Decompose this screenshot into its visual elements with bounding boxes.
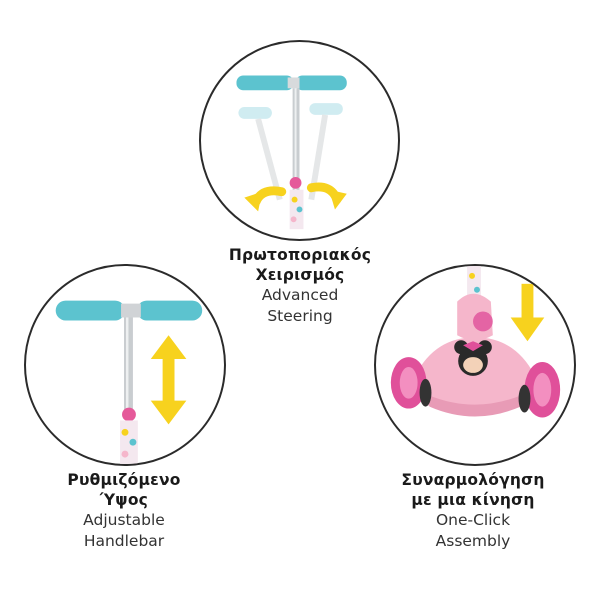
assembly-title-gr-1: Συναρμολόγηση	[401, 471, 545, 489]
assembly-illustration	[390, 266, 561, 418]
steering-title-en-1: Advanced	[261, 286, 339, 304]
height-illustration	[55, 300, 203, 464]
assembly-caption: Συναρμολόγηση με μια κίνηση One-Click As…	[353, 470, 593, 552]
steering-caption: Πρωτοποριακός Χειρισμός Advanced Steerin…	[180, 245, 420, 327]
handlebar-grip-left	[55, 300, 126, 321]
clamp-icon	[122, 407, 136, 422]
assembly-title-gr-2: με μια κίνηση	[411, 491, 535, 509]
height-title-gr-2: Ύψος	[99, 491, 149, 509]
steering-feature-circle	[199, 40, 400, 241]
assembly-title-en-2: Assembly	[435, 532, 511, 550]
scooter-deck	[415, 337, 535, 415]
height-title-gr-1: Ρυθμιζόμενο	[67, 471, 181, 489]
height-title-en-2: Handlebar	[83, 532, 165, 550]
steering-illustration	[236, 75, 347, 230]
steering-title-en-2: Steering	[267, 307, 333, 325]
height-caption: Ρυθμιζόμενο Ύψος Adjustable Handlebar	[4, 470, 244, 552]
height-title-en-1: Adjustable	[83, 511, 165, 529]
handlebar-grip-right	[295, 75, 347, 91]
steering-title-gr-2: Χειρισμός	[255, 266, 345, 284]
down-arrow-icon	[510, 283, 545, 342]
vertical-double-arrow-icon	[150, 335, 187, 425]
handlebar-grip-left	[236, 75, 294, 91]
assembly-title-en-1: One-Click	[435, 511, 511, 529]
handlebar-grip-right	[136, 300, 203, 321]
ghost-handlebar-left	[238, 107, 283, 201]
steering-title-gr-1: Πρωτοποριακός	[228, 246, 372, 264]
clamp-icon	[289, 176, 302, 189]
assembly-feature-circle	[374, 264, 576, 466]
height-feature-circle	[24, 264, 226, 466]
